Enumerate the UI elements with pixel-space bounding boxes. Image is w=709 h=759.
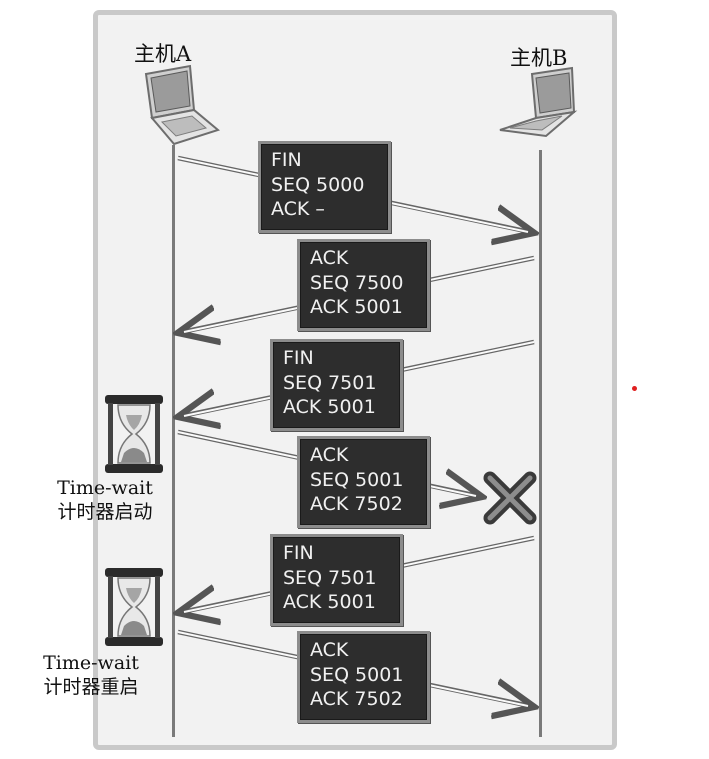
message-1-line-3: ACK – xyxy=(271,198,325,220)
message-5-line-1: FIN xyxy=(283,542,314,564)
message-4-line-1: ACK xyxy=(310,444,349,466)
hourglass-icon-1 xyxy=(105,395,163,473)
hourglass-icon-2 xyxy=(105,568,163,646)
timer-restart-line-2: 计时器重启 xyxy=(43,676,139,698)
timer-start-line-2: 计时器启动 xyxy=(57,501,153,523)
message-2-line-1: ACK xyxy=(310,247,349,269)
message-3-line-2: SEQ 7501 xyxy=(283,371,377,394)
host-a-label: 主机A xyxy=(134,42,192,66)
host-a-laptop-icon xyxy=(144,64,220,146)
message-box-1: FIN SEQ 5000 ACK – xyxy=(258,141,391,233)
timer-restart-label: Time-wait 计时器重启 xyxy=(16,651,166,699)
host-b-label: 主机B xyxy=(510,46,568,70)
message-4-line-2: SEQ 5001 xyxy=(310,468,404,491)
message-box-6: ACK SEQ 5001 ACK 7502 xyxy=(297,631,430,723)
host-a-timeline xyxy=(172,145,175,737)
timer-start-line-1: Time-wait xyxy=(57,477,153,499)
message-5-line-3: ACK 5001 xyxy=(283,591,376,613)
message-4-line-3: ACK 7502 xyxy=(310,493,403,515)
timer-restart-line-1: Time-wait xyxy=(43,652,139,674)
message-box-3: FIN SEQ 7501 ACK 5001 xyxy=(270,339,403,431)
message-1-line-1: FIN xyxy=(271,149,302,171)
message-box-5: FIN SEQ 7501 ACK 5001 xyxy=(270,534,403,626)
message-3-line-1: FIN xyxy=(283,347,314,369)
host-b-laptop-icon xyxy=(499,66,578,138)
message-3-line-3: ACK 5001 xyxy=(283,396,376,418)
message-5-line-2: SEQ 7501 xyxy=(283,566,377,589)
packet-lost-x-icon xyxy=(483,471,537,525)
message-1-line-2: SEQ 5000 xyxy=(271,173,365,196)
message-6-line-2: SEQ 5001 xyxy=(310,663,404,686)
message-2-line-3: ACK 5001 xyxy=(310,296,403,318)
red-dot-mark xyxy=(632,386,637,391)
host-b-timeline xyxy=(539,150,542,737)
message-6-line-1: ACK xyxy=(310,639,349,661)
message-box-4: ACK SEQ 5001 ACK 7502 xyxy=(297,436,430,528)
message-6-line-3: ACK 7502 xyxy=(310,688,403,710)
message-2-line-2: SEQ 7500 xyxy=(310,271,404,294)
message-box-2: ACK SEQ 7500 ACK 5001 xyxy=(297,239,430,331)
timer-start-label: Time-wait 计时器启动 xyxy=(30,476,180,524)
